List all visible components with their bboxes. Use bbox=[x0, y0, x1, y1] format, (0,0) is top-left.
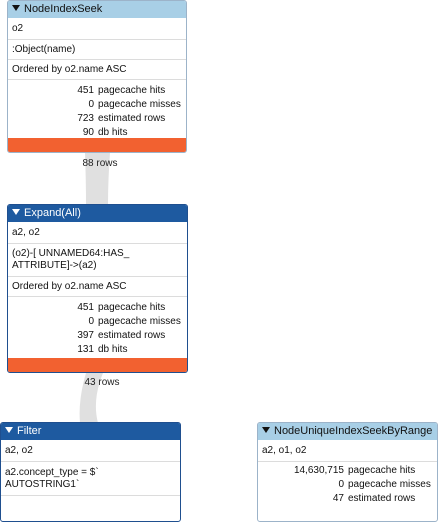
collapse-triangle-icon[interactable] bbox=[12, 5, 20, 11]
stat-value: 90 bbox=[82, 127, 94, 138]
collapse-triangle-icon[interactable] bbox=[5, 427, 13, 433]
stat-label: pagecache hits bbox=[348, 465, 416, 476]
details-row: a2.concept_type = $` AUTOSTRING1` bbox=[1, 462, 180, 496]
stat-db-hits: 90 db hits bbox=[8, 126, 186, 140]
order-row: Ordered by o2.name ASC bbox=[8, 277, 187, 297]
stat-value: 14,630,715 bbox=[293, 465, 344, 476]
details-text: :Object(name) bbox=[12, 43, 76, 55]
stats-list: 14,630,715 pagecache hits 0 pagecache miss… bbox=[258, 462, 437, 506]
details-text-line2: AUTOSTRING1` bbox=[5, 478, 80, 490]
stat-value: 397 bbox=[77, 330, 94, 341]
stat-pagecache-hits: 451 pagecache hits bbox=[8, 301, 187, 315]
order-row: Ordered by o2.name ASC bbox=[8, 60, 186, 80]
identifiers-text: a2, o2 bbox=[5, 444, 33, 456]
stat-label: db hits bbox=[98, 344, 128, 355]
details-text-line2: ATTRIBUTE]->(a2) bbox=[12, 260, 97, 271]
identifiers-row: o2 bbox=[8, 18, 186, 40]
stat-value: 131 bbox=[77, 344, 94, 355]
details-text-line1: a2.concept_type = $` bbox=[5, 466, 99, 478]
identifiers-row: a2, o1, o2 bbox=[258, 440, 437, 462]
node-header[interactable]: NodeIndexSeek bbox=[8, 1, 186, 18]
node-expand-all[interactable]: Expand(All) a2, o2 (o2)-[ UNNAMED64:HAS_… bbox=[7, 204, 188, 373]
stat-value: 0 bbox=[88, 316, 94, 327]
identifiers-row: a2, o2 bbox=[1, 440, 180, 462]
stats-list: 451 pagecache hits 0 pagecache misses 397 e… bbox=[8, 297, 187, 357]
stat-estimated-rows: 723 estimated rows bbox=[8, 112, 186, 126]
node-title: NodeIndexSeek bbox=[24, 3, 103, 15]
node-title: NodeUniqueIndexSeekByRange bbox=[274, 425, 433, 437]
time-bar bbox=[8, 138, 186, 152]
identifiers-text: o2 bbox=[12, 22, 24, 34]
edge-label-expand-to-filter: 43 rows bbox=[84, 377, 120, 388]
edge-expand-to-filter bbox=[79, 373, 103, 423]
node-title: Expand(All) bbox=[24, 207, 81, 219]
stat-value: 0 bbox=[88, 99, 94, 110]
stat-label: pagecache hits bbox=[98, 85, 166, 96]
order-text: Ordered by o2.name ASC bbox=[12, 280, 127, 292]
stat-pagecache-misses: 0 pagecache misses bbox=[258, 478, 437, 492]
stat-pagecache-hits: 14,630,715 pagecache hits bbox=[258, 464, 437, 478]
stat-label: estimated rows bbox=[98, 330, 166, 341]
node-header[interactable]: Expand(All) bbox=[8, 205, 187, 222]
node-header[interactable]: Filter bbox=[1, 423, 180, 440]
stat-label: estimated rows bbox=[348, 493, 416, 504]
node-filter[interactable]: Filter a2, o2 a2.concept_type = $` AUTOS… bbox=[0, 422, 181, 522]
stat-value: 451 bbox=[77, 302, 94, 313]
stat-value: 723 bbox=[77, 113, 94, 124]
node-index-seek[interactable]: NodeIndexSeek o2 :Object(name) Ordered b… bbox=[7, 0, 187, 153]
collapse-triangle-icon[interactable] bbox=[12, 209, 20, 215]
stat-pagecache-hits: 451 pagecache hits bbox=[8, 84, 186, 98]
stat-label: pagecache misses bbox=[348, 479, 431, 490]
stat-pagecache-misses: 0 pagecache misses bbox=[8, 315, 187, 329]
identifiers-text: a2, o2 bbox=[12, 226, 40, 238]
details-row: :Object(name) bbox=[8, 40, 186, 60]
collapse-triangle-icon[interactable] bbox=[262, 427, 270, 433]
stat-label: pagecache hits bbox=[98, 302, 166, 313]
node-title: Filter bbox=[17, 425, 42, 437]
stat-estimated-rows: 47 estimated rows bbox=[258, 492, 437, 506]
stat-pagecache-misses: 0 pagecache misses bbox=[8, 98, 186, 112]
node-unique-index-seek-by-range[interactable]: NodeUniqueIndexSeekByRange a2, o1, o2 14… bbox=[257, 422, 438, 522]
stat-label: pagecache misses bbox=[98, 99, 181, 110]
stat-db-hits: 131 db hits bbox=[8, 343, 187, 357]
edge-seek-to-expand bbox=[85, 153, 110, 205]
node-header[interactable]: NodeUniqueIndexSeekByRange bbox=[258, 423, 437, 440]
plan-edges bbox=[79, 153, 110, 423]
stat-value: 0 bbox=[338, 479, 344, 490]
stat-label: pagecache misses bbox=[98, 316, 181, 327]
identifiers-text: a2, o1, o2 bbox=[262, 444, 307, 456]
stat-value: 451 bbox=[77, 85, 94, 96]
edge-label-seek-to-expand: 88 rows bbox=[82, 158, 118, 169]
stats-list: 451 pagecache hits 0 pagecache misses 723 e… bbox=[8, 80, 186, 140]
stat-label: db hits bbox=[98, 127, 128, 138]
identifiers-row: a2, o2 bbox=[8, 222, 187, 244]
details-row: (o2)-[ UNNAMED64:HAS_ ATTRIBUTE]->(a2) bbox=[8, 244, 187, 277]
stat-value: 47 bbox=[332, 493, 344, 504]
stat-estimated-rows: 397 estimated rows bbox=[8, 329, 187, 343]
details-text-line1: (o2)-[ UNNAMED64:HAS_ bbox=[12, 248, 130, 259]
time-bar bbox=[8, 358, 187, 372]
order-text: Ordered by o2.name ASC bbox=[12, 63, 127, 75]
stat-label: estimated rows bbox=[98, 113, 166, 124]
